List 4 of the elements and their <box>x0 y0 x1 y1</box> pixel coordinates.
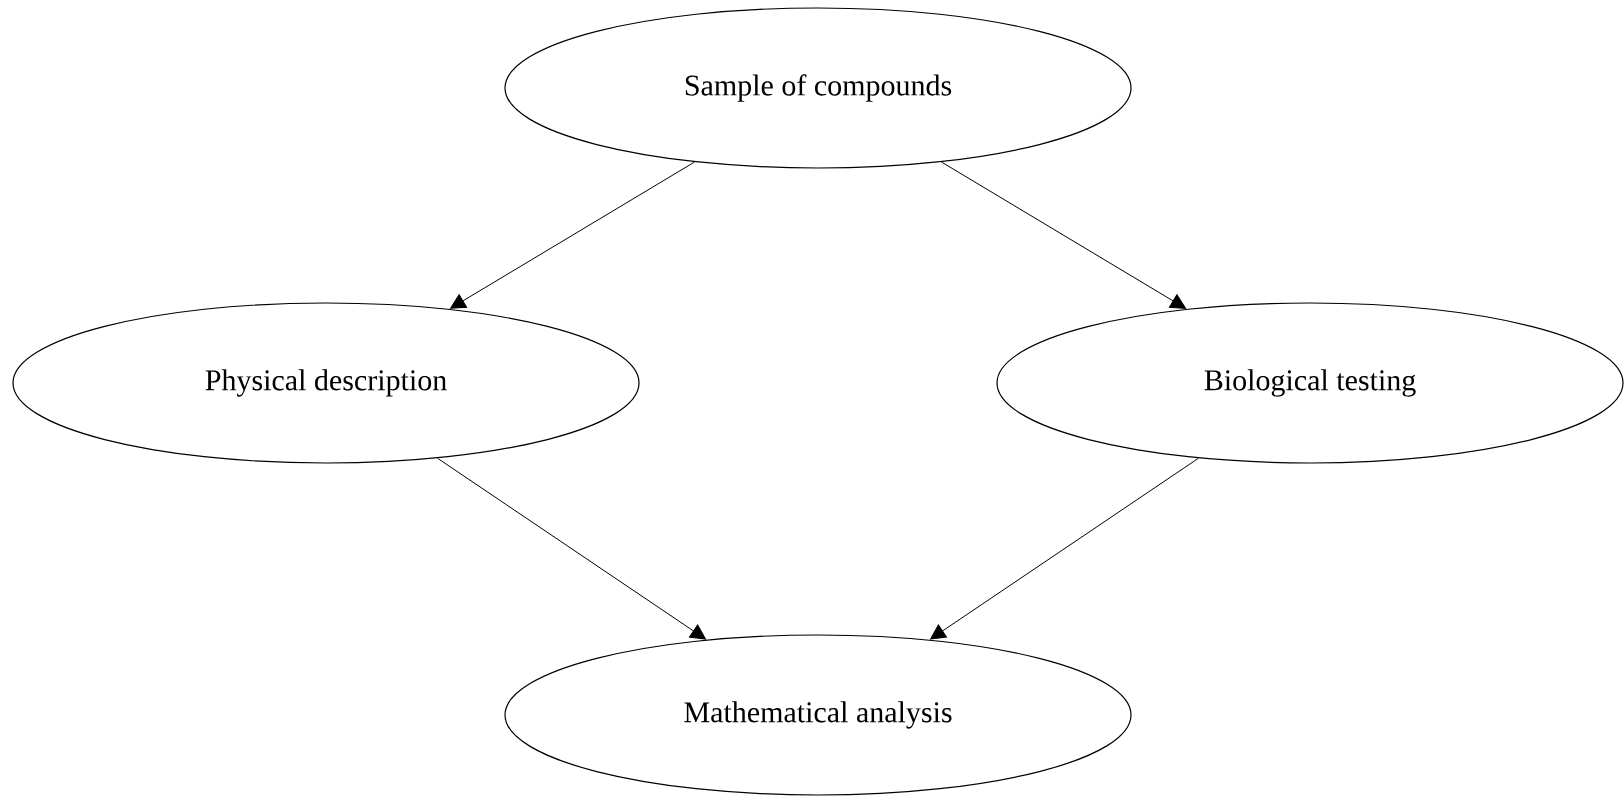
arrow <box>450 161 695 309</box>
arrow <box>941 161 1186 309</box>
arrow <box>437 457 706 640</box>
arrow <box>930 457 1199 640</box>
